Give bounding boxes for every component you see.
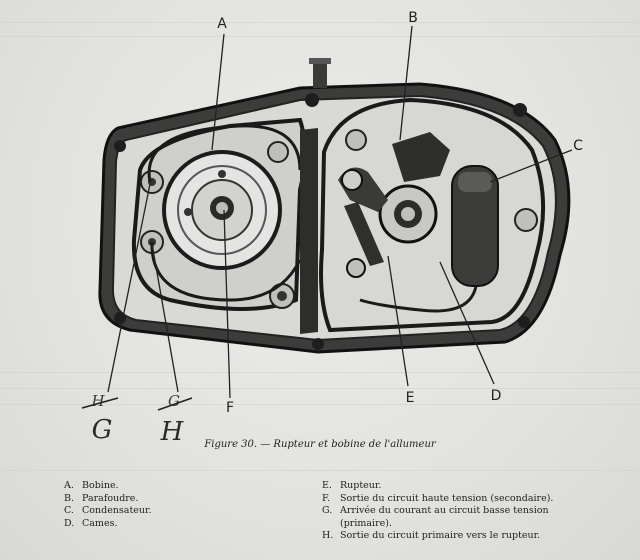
callout-c: C	[573, 138, 583, 154]
callout-f: F	[226, 400, 234, 416]
struck-label-right: G	[168, 392, 180, 410]
legend-text: Arrivée du courant au circuit basse tens…	[340, 505, 549, 529]
handwritten-label-g: G	[92, 415, 113, 440]
callout-e: E	[406, 390, 415, 406]
legend-item: E. Rupteur.	[322, 480, 592, 493]
figure-caption: Figure 30. — Rupteur et bobine de l'allu…	[204, 439, 436, 450]
legend-key: F.	[322, 492, 331, 504]
callout-a: A	[217, 16, 227, 32]
legend-text: Sortie du circuit primaire vers le rupte…	[340, 530, 541, 541]
leader-line-h	[151, 243, 179, 393]
leader-line-c	[489, 149, 573, 183]
callout-d: D	[491, 388, 502, 404]
legend-key: D.	[64, 517, 75, 529]
legend-text: Rupteur.	[340, 480, 382, 491]
legend-key: H.	[322, 530, 334, 541]
legend-text: Condensateur.	[82, 505, 152, 516]
legend-right: E. Rupteur. F. Sortie du circuit haute t…	[322, 480, 592, 543]
legend-key: A.	[64, 480, 74, 491]
legend-text: Cames.	[82, 517, 118, 529]
leader-line-d	[439, 261, 495, 385]
legend-text: Parafoudre.	[82, 492, 139, 504]
legend-key: C.	[64, 505, 74, 516]
legend-left: A. Bobine. B. Parafoudre. C. Condensateu…	[64, 480, 294, 530]
legend-item: F. Sortie du circuit haute tension (seco…	[322, 493, 592, 506]
leader-line-e	[387, 255, 409, 387]
legend-item: D. Cames.	[64, 518, 294, 531]
leader-line-f	[223, 209, 231, 399]
legend-key: B.	[64, 492, 75, 504]
legend-item: G. Arrivée du courant au circuit basse t…	[322, 505, 592, 530]
leader-line-b	[399, 25, 413, 141]
strike-mark-left	[81, 397, 119, 409]
leader-line-a	[211, 33, 225, 151]
legend-item: H. Sortie du circuit primaire vers le ru…	[322, 530, 592, 543]
leader-line-g	[107, 183, 151, 393]
legend-item: C. Condensateur.	[64, 505, 294, 518]
handwritten-label-h: H	[160, 417, 185, 440]
legend-key: E.	[322, 480, 332, 491]
distributor-figure: A B C D E F H G G H	[81, 10, 583, 440]
struck-label-left: H	[90, 392, 105, 410]
legend-key: G.	[322, 505, 333, 516]
legend-text: Bobine.	[82, 480, 119, 491]
lightning-arrester	[392, 132, 450, 182]
legend-item: B. Parafoudre.	[64, 493, 294, 506]
legend-item: A. Bobine.	[64, 480, 294, 493]
callout-b: B	[408, 10, 418, 26]
legend-text: Sortie du circuit haute tension (seconda…	[340, 492, 554, 504]
strike-mark-right	[157, 397, 193, 411]
